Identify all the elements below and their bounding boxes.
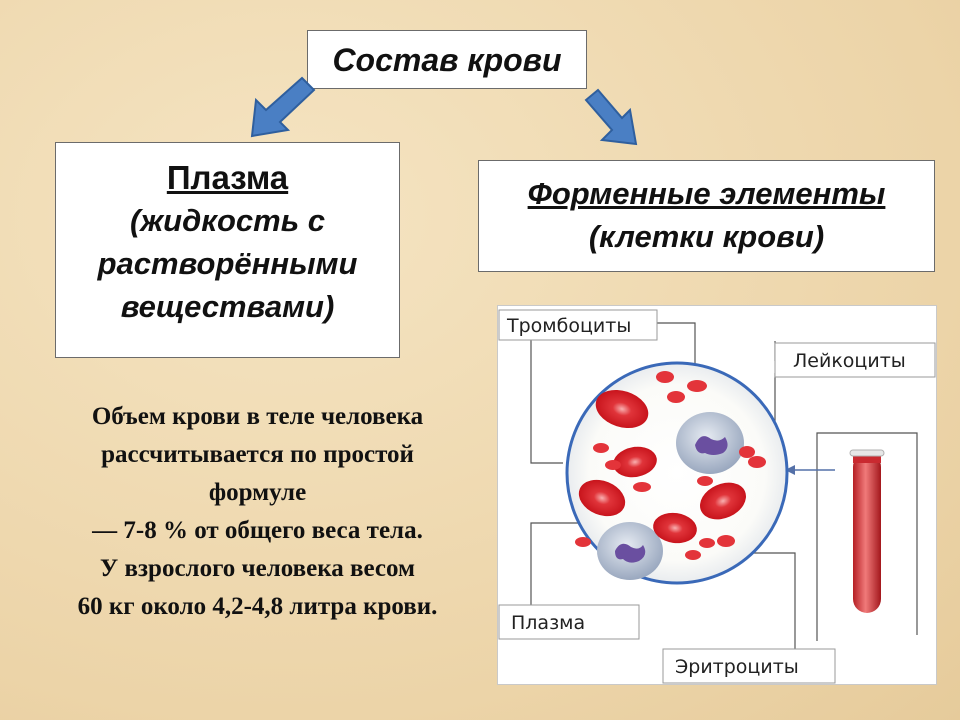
label-plasma: Плазма (498, 604, 640, 640)
page-title: Состав крови (332, 42, 562, 78)
plasma-description: (жидкость с растворёнными веществами) (97, 203, 358, 324)
volume-line: рассчитывается по простой (101, 441, 414, 468)
formed-elements-box: Форменные элементы (клетки крови) (478, 160, 935, 272)
label-erythrocytes: Эритроциты (662, 648, 836, 684)
blood-volume-text: Объем крови в теле человека рассчитывает… (20, 398, 495, 626)
formed-elements-description: (клетки крови) (588, 219, 825, 254)
volume-line: 60 кг около 4,2-4,8 литра крови. (77, 593, 438, 620)
leukocyte-icon (676, 412, 744, 474)
leukocyte-icon (597, 522, 663, 580)
label-leukocytes-text: Лейкоциты (793, 350, 906, 372)
label-leukocytes: Лейкоциты (774, 342, 936, 378)
label-platelets: Тромбоциты (498, 309, 658, 341)
label-platelets-text: Тромбоциты (506, 315, 631, 337)
volume-line: У взрослого человека весом (99, 555, 416, 582)
label-erythrocytes-text: Эритроциты (675, 656, 799, 678)
formed-elements-heading: Форменные элементы (527, 176, 886, 211)
arrow-left-icon (250, 76, 316, 138)
diagram-border (497, 305, 937, 685)
plasma-heading: Плазма (166, 159, 289, 196)
arrow-right-icon (584, 88, 638, 146)
pointer-arrow-icon (785, 465, 835, 475)
erythrocyte-icon (578, 389, 746, 544)
volume-line: формуле (208, 479, 307, 506)
title-box: Состав крови (307, 30, 587, 89)
test-tube-icon (849, 449, 885, 613)
plasma-box: Плазма (жидкость с растворёнными веществ… (55, 142, 400, 358)
label-plasma-text: Плазма (511, 612, 585, 634)
blood-cells-diagram: Тромбоциты Лейкоциты Плазма Эритроциты (497, 305, 937, 685)
volume-line: Объем крови в теле человека (91, 403, 424, 430)
platelet-icon (575, 371, 766, 560)
volume-line: — 7-8 % от общего веса тела. (92, 517, 423, 544)
